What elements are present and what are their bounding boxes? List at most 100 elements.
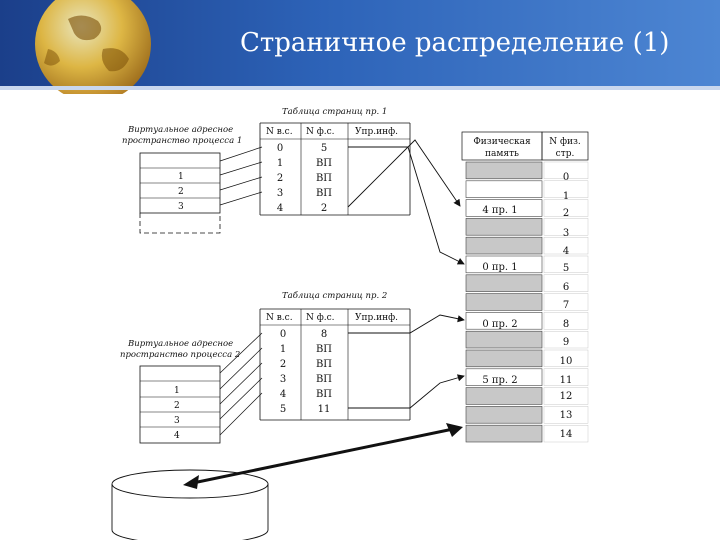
phys-mem-header-line1: Физическая [473,137,531,147]
frame-number: 7 [563,300,569,311]
frame-number-cell [543,255,589,273]
frame-cell [465,424,543,443]
frame-number-cell [543,274,589,292]
vas1-label-line1: Виртуальное адресное [127,125,233,135]
frame-number: 11 [560,375,573,386]
page-table-2: N в.с. N ф.с. Упр.инф. 0 8 1 ВП 2 ВП 3 В… [259,308,411,421]
pt2-row-fs: ВП [316,344,332,355]
vas1-box: 1 2 3 [139,152,221,234]
pt2-row-vs: 5 [280,404,286,415]
frame-cell [465,293,543,311]
title-banner: Страничное распределение (1) [0,0,720,94]
vas1-row: 2 [178,187,184,197]
frame-cell [465,368,543,386]
frame-number: 6 [563,282,569,293]
frame-number-cell [543,368,589,386]
frame-number-cell [543,425,589,443]
pt1-row-vs: 0 [277,143,283,154]
vas2-row: 3 [174,416,180,426]
frame-label: 4 пр. 1 [482,205,517,216]
frame-number-cell [543,312,589,330]
page-title: Страничное распределение (1) [240,28,670,58]
pt1-row-fs: ВП [316,188,332,199]
pt1-row-vs: 4 [277,203,283,214]
frame-number: 10 [560,356,573,367]
vas2-row: 1 [174,386,180,396]
phys-num-header-line2: стр. [556,149,575,159]
pt2-row-vs: 4 [280,389,286,400]
pt2-row-fs: ВП [316,389,332,400]
frame-number: 8 [563,319,569,330]
vas2-to-pt2-links [219,332,263,436]
pt2-row-fs: ВП [316,374,332,385]
frame-number: 3 [563,228,569,239]
frame-cell [465,236,543,255]
frame-cell [465,349,543,368]
frame-number-cell [543,199,589,217]
frame-number: 0 [563,172,569,183]
pt2-row-vs: 1 [280,344,286,355]
swap-arrow [183,423,463,489]
vas1-label-line2: пространство процесса 1 [122,136,242,146]
frame-number: 9 [563,337,569,348]
vas2-box: 1 2 3 4 [139,365,221,444]
vas2-row: 4 [174,431,180,441]
frame-number-cell [543,349,589,367]
pt2-row-fs: 11 [318,404,331,415]
mapping-arrows [347,139,465,409]
pt2-row-fs: ВП [316,359,332,370]
pt2-row-vs: 3 [280,374,286,385]
pt1-header-ctrl: Упр.инф. [355,127,398,137]
frame-number-cell [543,161,589,179]
frame-list [465,161,589,443]
frame-number: 13 [560,410,573,421]
pt1-row-vs: 1 [277,158,283,169]
pt1-row-vs: 2 [277,173,283,184]
vas1-row: 3 [178,202,184,212]
frame-label: 0 пр. 2 [482,319,517,330]
frame-number-cell [543,180,589,198]
frame-number: 4 [563,246,569,257]
phys-num-header-line1: N физ. [549,137,581,147]
frame-cell [465,255,543,274]
frame-cell [465,199,543,217]
header-divider [0,86,720,90]
frame-number: 5 [563,263,569,274]
page-table-1: N в.с. N ф.с. Упр.инф. 0 5 1 ВП 2 ВП 3 В… [259,122,411,216]
frame-cell [465,161,543,180]
vas2-label-line1: Виртуальное адресное [127,339,233,349]
frame-number-cell [543,293,589,311]
pt1-header-vs: N в.с. [266,127,293,137]
vas2-label-line2: пространство процесса 2 [120,350,240,360]
pt2-row-vs: 2 [280,359,286,370]
page-table-2-caption: Таблица страниц пр. 2 [282,290,387,301]
frame-number-cell [543,406,589,424]
page-table-1-caption: Таблица страниц пр. 1 [282,106,387,117]
frame-number: 1 [563,191,569,202]
vas1-row: 1 [178,172,184,182]
frame-cell [465,406,543,424]
frame-cell [465,218,543,236]
vas1-to-pt1-links [219,146,263,206]
frame-label: 0 пр. 1 [482,262,517,273]
frame-label: 5 пр. 2 [482,375,517,386]
frame-number-cell [543,218,589,236]
pt2-row-vs: 0 [280,329,286,340]
frame-cell [465,330,543,349]
frame-cell [465,180,543,198]
pt2-header-vs: N в.с. [266,313,293,323]
frame-number: 12 [560,391,573,402]
frame-number-cell [543,387,589,405]
vas2-row: 2 [174,401,180,411]
physical-memory: Физическая память N физ. стр. 4 пр. 1 0 … [461,131,589,443]
pt1-row-fs: ВП [316,173,332,184]
frame-cell [465,312,543,330]
frame-number: 14 [560,429,573,440]
frame-number: 2 [563,208,569,219]
frame-cell [465,274,543,292]
pt1-row-fs: 5 [321,143,327,154]
frame-number-cell [543,236,589,255]
frame-cell [465,387,543,405]
pt1-row-vs: 3 [277,188,283,199]
